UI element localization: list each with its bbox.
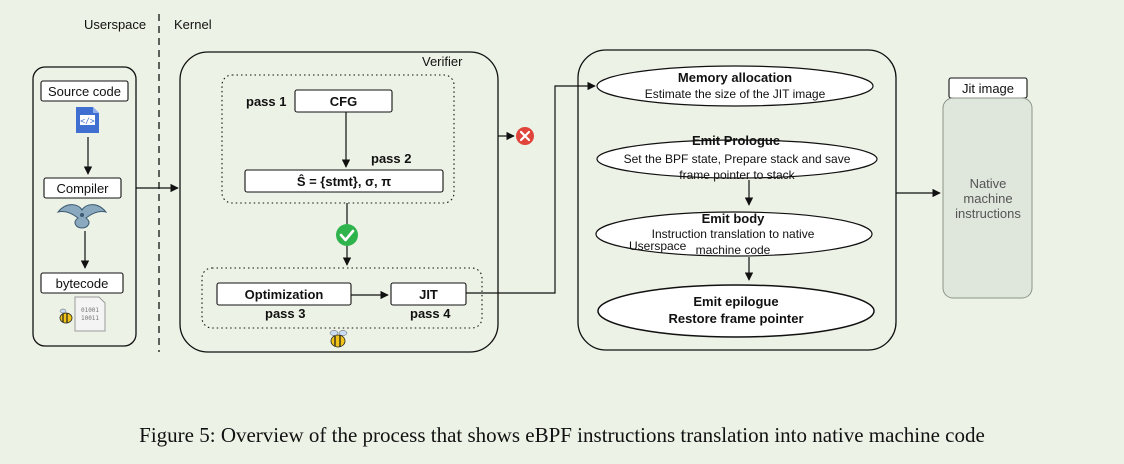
- binary-file-icon: 01001 10011: [74, 296, 106, 332]
- compiler-label: Compiler: [56, 181, 109, 196]
- svg-text:</>: </>: [80, 117, 95, 126]
- optimization-label: Optimization: [245, 287, 324, 302]
- memory-allocation-step: Memory allocation Estimate the size of t…: [596, 65, 874, 107]
- compiler-node: Compiler: [43, 177, 122, 199]
- bee-icon-small: [59, 308, 73, 324]
- state-node: Ŝ = {stmt}, σ, π: [244, 169, 444, 193]
- emit-epilogue-step: Emit epilogue Restore frame pointer: [597, 284, 875, 338]
- prologue-desc-1: Set the BPF state, Prepare stack and sav…: [624, 152, 851, 166]
- jit-image-block: Native machine instructions: [942, 97, 1033, 299]
- epilogue-title: Emit epilogue: [693, 294, 778, 309]
- emit-prologue-step: Emit Prologue Set the BPF state, Prepare…: [596, 133, 878, 182]
- figure-caption: Figure 5: Overview of the process that s…: [139, 423, 985, 447]
- jit-steps-container: [577, 49, 897, 351]
- arrow-jit-to-memory: [466, 81, 596, 294]
- jit-image-label: Jit image: [962, 81, 1014, 96]
- memory-desc: Estimate the size of the JIT image: [645, 87, 826, 101]
- prologue-desc-2: frame pointer to stack: [679, 168, 795, 182]
- pass4-label: pass 4: [410, 306, 451, 321]
- bytecode-node: bytecode: [40, 272, 124, 294]
- prologue-title: Emit Prologue: [692, 133, 780, 148]
- jit-node: JIT: [390, 282, 467, 306]
- verifier-label: Verifier: [422, 54, 463, 69]
- memory-title: Memory allocation: [678, 70, 792, 85]
- body-desc-2: machine code: [696, 243, 771, 257]
- jit-label: JIT: [419, 287, 438, 302]
- userspace-label: Userspace: [84, 17, 146, 32]
- bee-icon: [329, 330, 348, 348]
- optimization-node: Optimization: [216, 282, 352, 306]
- dragon-icon: [56, 204, 108, 229]
- jit-group: [201, 267, 483, 329]
- userspace-container: [32, 66, 137, 347]
- svg-text:01001: 01001: [81, 307, 99, 314]
- bytecode-label: bytecode: [56, 276, 109, 291]
- reject-icon: [516, 127, 534, 145]
- body-desc-1: Instruction translation to native: [652, 227, 815, 241]
- pass1-label: pass 1: [246, 94, 286, 109]
- cfg-node: CFG: [294, 89, 393, 113]
- epilogue-desc: Restore frame pointer: [668, 311, 803, 326]
- jit-image-line-1: Native: [970, 176, 1007, 191]
- ebpf-diagram: Userspace Kernel Source code </> Compile…: [32, 14, 1033, 353]
- jit-image-label-box: Jit image: [948, 77, 1028, 99]
- source-code-node: Source code: [40, 80, 129, 102]
- svg-text:10011: 10011: [81, 315, 99, 322]
- cfg-label: CFG: [330, 94, 357, 109]
- check-icon: [336, 224, 358, 246]
- jit-image-line-3: instructions: [955, 206, 1021, 221]
- state-label: Ŝ = {stmt}, σ, π: [297, 174, 391, 189]
- jit-image-line-2: machine: [963, 191, 1012, 206]
- emit-body-step: Emit body Instruction translation to nat…: [595, 211, 873, 257]
- code-file-icon: </>: [76, 107, 99, 133]
- pass3-label: pass 3: [265, 306, 305, 321]
- body-title: Emit body: [702, 211, 766, 226]
- verifier-container: [179, 51, 499, 353]
- body-overlay-label: Userspace: [629, 239, 687, 253]
- source-code-label: Source code: [48, 84, 121, 99]
- pass2-label: pass 2: [371, 151, 411, 166]
- kernel-label: Kernel: [174, 17, 212, 32]
